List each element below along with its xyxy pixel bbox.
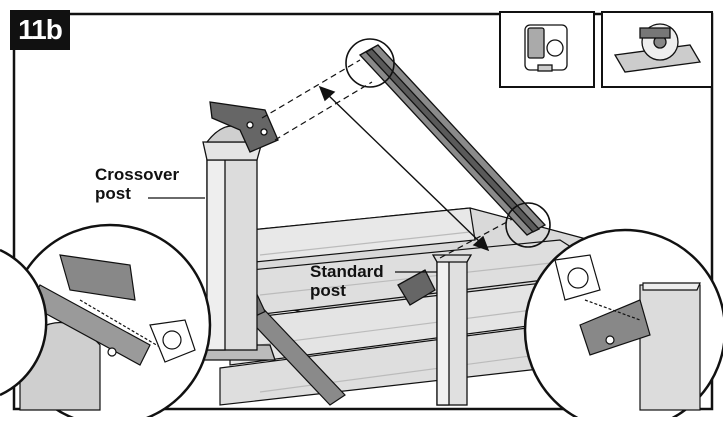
tool-tape-measure	[499, 11, 595, 88]
tool-circular-saw	[601, 11, 713, 88]
inset-edge-left	[0, 248, 48, 397]
standard-post	[397, 254, 473, 406]
top-rail	[345, 38, 551, 248]
standard-label-line2: post	[310, 281, 346, 300]
standard-post-label: Standard post	[310, 262, 384, 300]
crossover-post	[192, 101, 279, 361]
crossover-post-label: Crossover post	[95, 165, 179, 203]
crossover-label-line1: Crossover	[95, 165, 180, 184]
tape-measure-icon	[524, 24, 568, 72]
inset-left	[8, 223, 212, 422]
inset-right	[523, 228, 723, 422]
measure-arrow	[318, 85, 490, 252]
circular-saw-icon	[613, 23, 702, 73]
crossover-label-line2: post	[95, 184, 131, 203]
standard-label-line1: Standard	[310, 262, 384, 281]
alignment-lines	[261, 59, 519, 259]
step-badge: 11b	[10, 10, 70, 50]
